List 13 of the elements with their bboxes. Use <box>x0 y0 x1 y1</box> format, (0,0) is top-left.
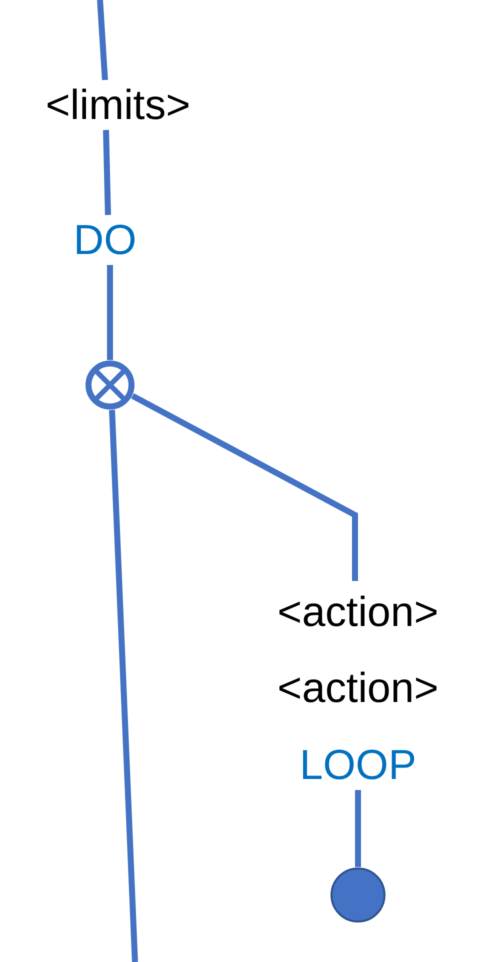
keyword-text: DO <box>65 215 145 265</box>
end-dot <box>330 867 386 923</box>
keyword-text: LOOP <box>283 740 433 790</box>
connector-line <box>103 130 111 216</box>
connector-line <box>109 410 138 962</box>
connector-line <box>107 265 113 360</box>
parameter-text: <limits> <box>18 80 218 130</box>
parameter-text: <action> <box>243 663 473 713</box>
circled-x-junction <box>85 360 135 410</box>
connector-line <box>131 393 358 581</box>
connector-line <box>355 790 361 867</box>
parameter-text: <action> <box>243 587 473 637</box>
connector-line <box>97 0 108 80</box>
